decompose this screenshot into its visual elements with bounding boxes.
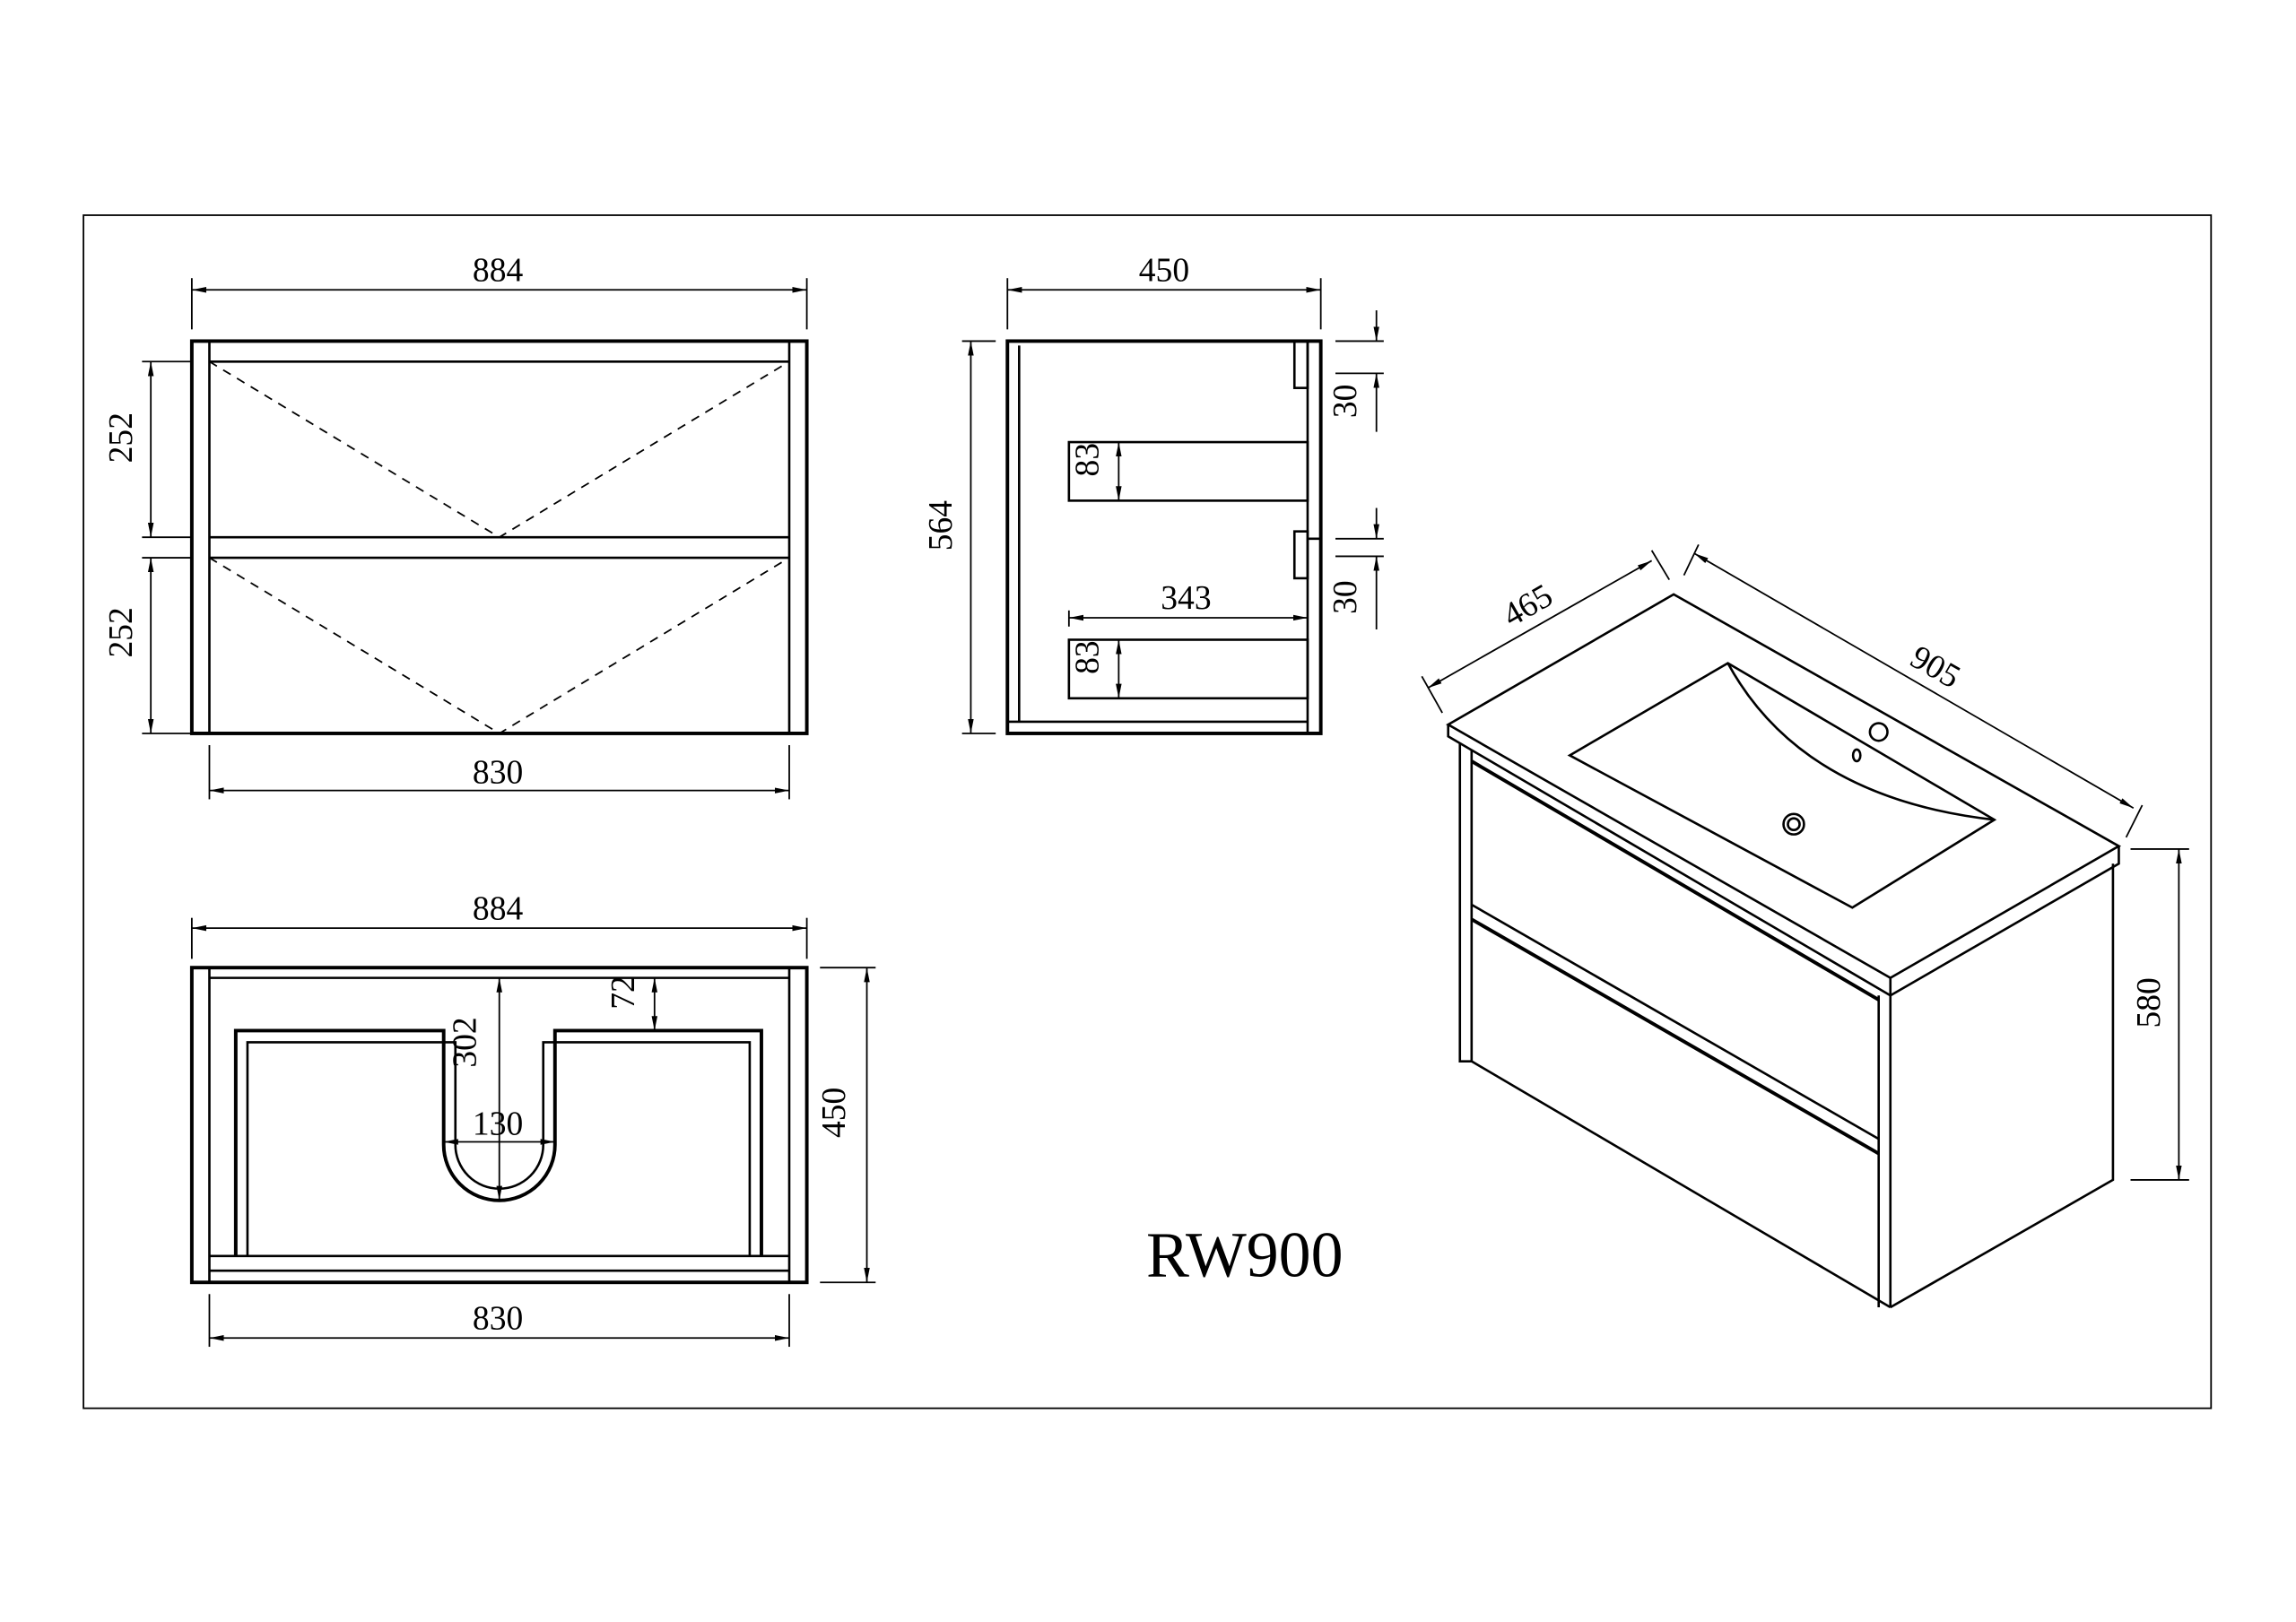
shelf-height-top-label: 83 [1069, 443, 1106, 477]
side-depth-label: 450 [1139, 252, 1189, 289]
isometric-view: 465 905 580 [1421, 543, 2189, 1309]
top-depth-label: 450 [816, 1088, 853, 1138]
cutout-depth-label: 302 [448, 1017, 484, 1067]
drawing-border [83, 214, 2213, 1409]
offset-label: 72 [605, 976, 642, 1010]
cutout-width-label: 130 [473, 1106, 523, 1142]
handle-gap-bottom-label: 30 [1327, 580, 1364, 614]
front-inner-width-label: 830 [473, 754, 523, 791]
drawer-height-bottom-label: 252 [103, 607, 140, 657]
iso-height-label: 580 [2131, 977, 2168, 1028]
iso-width-label: 905 [1904, 639, 1966, 697]
top-view: 302 72 130 884 450 830 [189, 890, 876, 1348]
front-width-label: 884 [473, 252, 524, 289]
side-view: 83 83 343 450 564 30 30 [923, 252, 1384, 735]
drawer-height-top-label: 252 [103, 412, 140, 463]
handle-gap-top-label: 30 [1327, 385, 1364, 419]
front-view: 884 252 252 830 [103, 252, 809, 800]
shelf-height-bottom-label: 83 [1069, 640, 1106, 674]
side-height-label: 564 [923, 500, 960, 551]
top-width-label: 884 [473, 890, 524, 927]
top-inner-width-label: 830 [473, 1300, 523, 1337]
iso-depth-label: 465 [1497, 577, 1559, 635]
shelf-depth-label: 343 [1161, 580, 1211, 617]
model-title: RW900 [1146, 1219, 1343, 1291]
